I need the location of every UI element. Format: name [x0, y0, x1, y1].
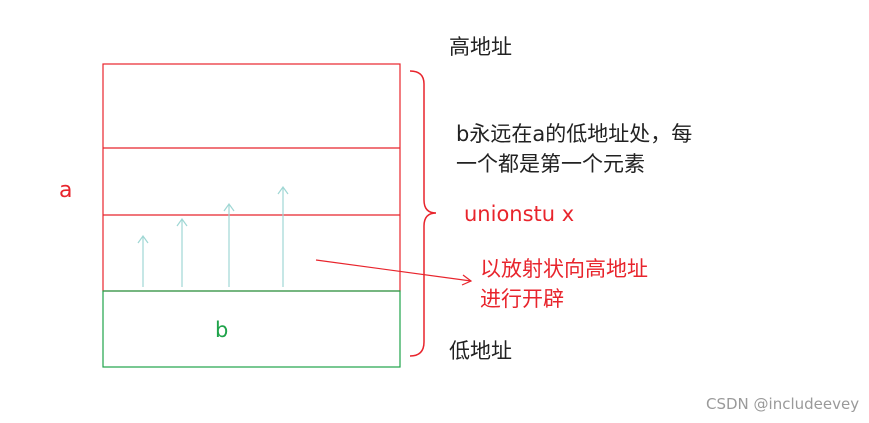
- block-b-label: b: [215, 318, 229, 342]
- growth-note-line-2: 进行开辟: [480, 287, 564, 311]
- up-arrow-icon: [176, 217, 188, 287]
- watermark: CSDN @includeevey: [706, 395, 860, 413]
- high-address-label: 高地址: [449, 35, 512, 59]
- b-note-line-1: b永远在a的低地址处，每: [456, 122, 693, 146]
- b-note-line-2: 一个都是第一个元素: [456, 152, 645, 176]
- up-arrow-icon: [223, 202, 235, 287]
- union-name-label: unionstu x: [464, 202, 575, 226]
- pointer-arrow: [315, 259, 473, 286]
- growth-note: 以放射状向高地址 进行开辟: [480, 254, 648, 314]
- growth-arrows: [137, 185, 289, 287]
- b-note: b永远在a的低地址处，每 一个都是第一个元素: [456, 119, 692, 179]
- curly-brace: [409, 70, 437, 357]
- up-arrow-icon: [137, 234, 149, 287]
- memory-block-b: [102, 290, 401, 368]
- memory-block-a: [102, 63, 401, 292]
- up-arrow-icon: [277, 185, 289, 287]
- block-a-label: a: [59, 178, 73, 203]
- low-address-label: 低地址: [449, 339, 512, 363]
- growth-note-line-1: 以放射状向高地址: [480, 257, 648, 281]
